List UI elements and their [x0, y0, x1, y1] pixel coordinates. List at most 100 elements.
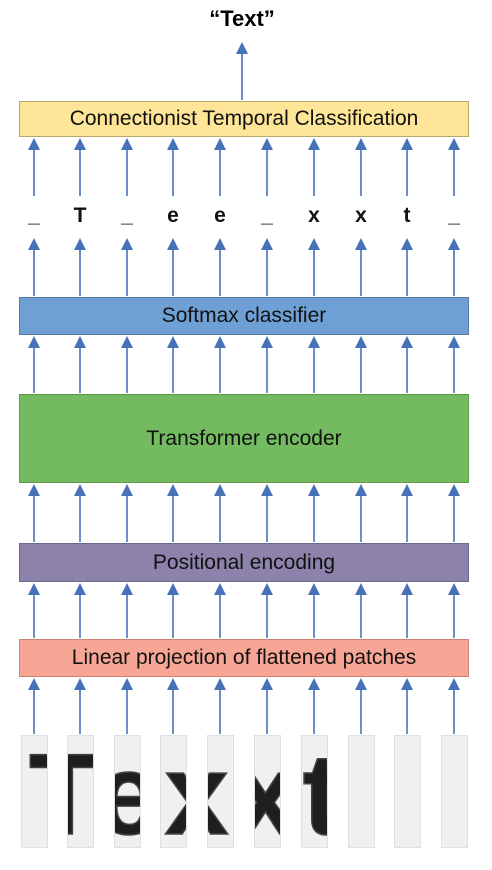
ctc-label: Connectionist Temporal Classification: [69, 107, 419, 130]
softmax-label: Softmax classifier: [161, 304, 327, 327]
linear-to-positional-arrow-2-head: [74, 583, 86, 595]
softmax-to-tokens-arrow-4-head: [167, 238, 179, 250]
token-label: x: [308, 204, 320, 227]
positional-to-transformer-arrow-6-head: [261, 484, 273, 496]
transformer-to-softmax-arrow-2-head: [74, 336, 86, 348]
patch-word-slice: Texxt: [254, 736, 281, 848]
linear-to-positional-arrow-9-head: [401, 583, 413, 595]
transformer-to-softmax-arrow-6-head: [261, 336, 273, 348]
patch-glyph: Texxt: [441, 736, 468, 848]
linear-to-positional-arrow-8-head: [355, 583, 367, 595]
linear-to-positional-arrow-10-head: [448, 583, 460, 595]
patch-word-slice: Texxt: [207, 736, 234, 848]
output-arrow-head: [236, 42, 248, 54]
image-to-linear-arrow-9-head: [401, 678, 413, 690]
tokens-to-ctc-arrow-2-head: [74, 138, 86, 150]
tokens-to-ctc-arrow-10-head: [448, 138, 460, 150]
softmax-to-tokens-arrow-3-head: [121, 238, 133, 250]
softmax-to-tokens-arrow-9-head: [401, 238, 413, 250]
positional-to-transformer-arrow-2-head: [74, 484, 86, 496]
token-label: T: [73, 204, 87, 227]
image-patch: Texxt: [20, 735, 48, 848]
image-patch: Texxt: [159, 735, 187, 848]
patch-glyph: Texxt: [302, 736, 327, 847]
linear-to-positional-arrow-6-head: [261, 583, 273, 595]
patch-glyph: Texxt: [394, 736, 421, 848]
transformer-label: Transformer encoder: [146, 426, 342, 450]
token-label: _: [121, 204, 133, 227]
tokens-to-ctc-arrow-7-head: [308, 138, 320, 150]
transformer-to-softmax-arrow-10-head: [448, 336, 460, 348]
image-to-linear-arrow-4-head: [167, 678, 179, 690]
softmax-to-tokens-arrow-10-head: [448, 238, 460, 250]
tokens-to-ctc-arrow-9-head: [401, 138, 413, 150]
image-to-linear-arrow-8-head: [355, 678, 367, 690]
softmax-to-tokens-arrow-7-head: [308, 238, 320, 250]
linear-to-positional-arrow-4-head: [167, 583, 179, 595]
patch-word-slice: Texxt: [67, 736, 94, 848]
patch-glyph: Texxt: [160, 736, 187, 848]
token-label: _: [261, 204, 273, 227]
positional-to-transformer-arrow-1-head: [28, 484, 40, 496]
transformer-to-softmax-arrow-3-head: [121, 336, 133, 348]
transformer-to-softmax-arrow-4-head: [167, 336, 179, 348]
ctc-box: Connectionist Temporal Classification: [19, 101, 469, 137]
transformer-to-softmax-arrow-8-head: [355, 336, 367, 348]
patch-word-slice: Texxt: [29, 736, 48, 848]
patch-word-slice: Texxt: [114, 736, 141, 848]
token-label: e: [214, 204, 226, 227]
image-patch: Texxt: [393, 735, 421, 848]
positional-to-transformer-arrow-9-head: [401, 484, 413, 496]
softmax-to-tokens-arrow-6-head: [261, 238, 273, 250]
image-to-linear-arrow-6-head: [261, 678, 273, 690]
patch-glyph: Texxt: [254, 736, 281, 848]
softmax-to-tokens-arrow-1-head: [28, 238, 40, 250]
output-text: “Text”: [209, 6, 275, 31]
image-to-linear-arrow-10-head: [448, 678, 460, 690]
image-patch: Texxt: [253, 735, 281, 848]
patch-glyph: Texxt: [114, 736, 141, 848]
patch-glyph: Texxt: [207, 736, 234, 848]
token-label: e: [167, 204, 179, 227]
image-patch: Texxt: [440, 735, 468, 848]
patch-glyph: Texxt: [67, 736, 94, 848]
image-to-linear-arrow-7-head: [308, 678, 320, 690]
token-label: _: [448, 204, 460, 227]
positional-to-transformer-arrow-3-head: [121, 484, 133, 496]
tokens-to-ctc-arrow-4-head: [167, 138, 179, 150]
tokens-to-ctc-arrow-6-head: [261, 138, 273, 150]
token-label: x: [355, 204, 367, 227]
positional-to-transformer-arrow-10-head: [448, 484, 460, 496]
transformer-to-softmax-arrow-7-head: [308, 336, 320, 348]
image-to-linear-arrow-1-head: [28, 678, 40, 690]
token-label: _: [28, 204, 40, 227]
image-patch: Texxt: [347, 735, 375, 848]
softmax-to-tokens-arrow-8-head: [355, 238, 367, 250]
positional-to-transformer-arrow-8-head: [355, 484, 367, 496]
image-to-linear-arrow-5-head: [214, 678, 226, 690]
image-patch: Texxt: [206, 735, 234, 848]
image-patch: Texxt: [66, 735, 94, 848]
softmax-box: Softmax classifier: [19, 297, 469, 335]
token-label: t: [403, 204, 411, 227]
tokens-to-ctc-arrow-8-head: [355, 138, 367, 150]
transformer-to-softmax-arrow-9-head: [401, 336, 413, 348]
softmax-to-tokens-arrow-5-head: [214, 238, 226, 250]
transformer-to-softmax-arrow-5-head: [214, 336, 226, 348]
patch-glyph: Texxt: [348, 736, 375, 848]
tokens-to-ctc-arrow-1-head: [28, 138, 40, 150]
linear-to-positional-arrow-1-head: [28, 583, 40, 595]
transformer-encoder-box: Transformer encoder: [19, 394, 469, 483]
linear-projection-box: Linear projection of flattened patches: [19, 639, 469, 677]
image-patch: Texxt: [300, 735, 328, 848]
transformer-to-softmax-arrow-1-head: [28, 336, 40, 348]
image-to-linear-arrow-2-head: [74, 678, 86, 690]
linear-label: Linear projection of flattened patches: [71, 646, 417, 669]
patch-word-slice: Texxt: [160, 736, 187, 848]
positional-label: Positional encoding: [152, 550, 336, 574]
linear-to-positional-arrow-5-head: [214, 583, 226, 595]
tokens-to-ctc-arrow-5-head: [214, 138, 226, 150]
softmax-to-tokens-arrow-2-head: [74, 238, 86, 250]
linear-to-positional-arrow-7-head: [308, 583, 320, 595]
